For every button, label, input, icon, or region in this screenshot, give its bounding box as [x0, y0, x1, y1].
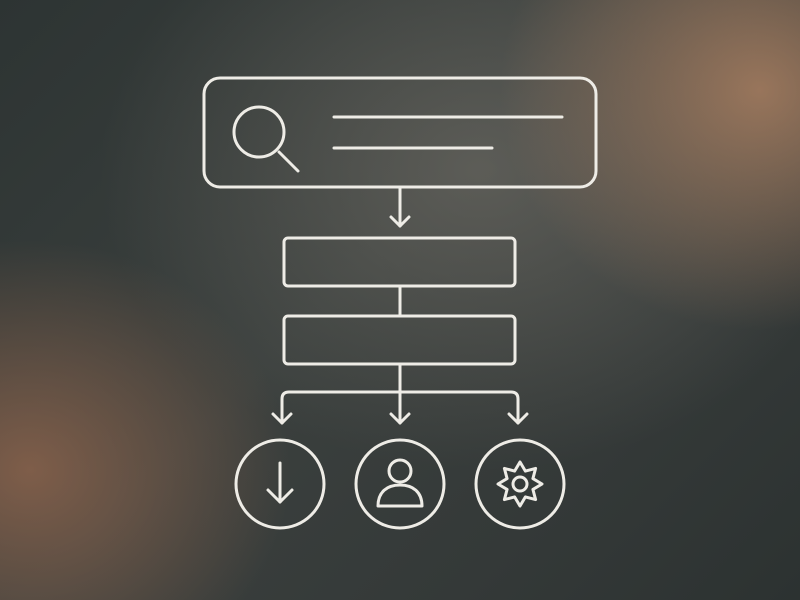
search-bar — [202, 76, 598, 189]
user-icon — [376, 458, 424, 508]
search-bar-frame — [202, 76, 598, 189]
process-box-1 — [282, 236, 517, 288]
arrowhead-icon — [389, 412, 411, 425]
process-box-2 — [282, 314, 517, 366]
arrowhead-icon — [389, 215, 411, 228]
arrowhead-icon — [271, 412, 293, 425]
arrowhead-icon — [507, 412, 529, 425]
edge-branch — [271, 363, 529, 425]
search-icon — [232, 105, 300, 173]
user-node — [354, 438, 446, 530]
download-arrow-icon — [266, 461, 294, 504]
download-node — [234, 438, 326, 530]
edge-search-to-step-1 — [389, 186, 411, 228]
gear-icon — [496, 460, 544, 508]
settings-node — [474, 438, 566, 530]
